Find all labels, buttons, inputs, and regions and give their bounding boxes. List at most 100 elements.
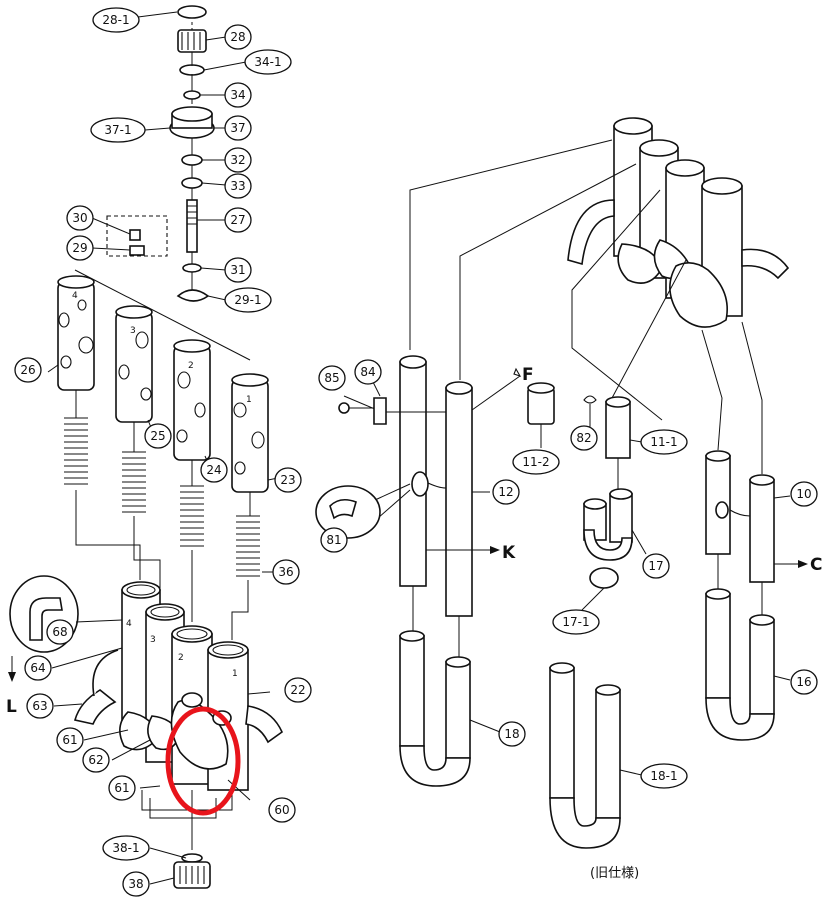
u-tube-18-1 (549, 662, 647, 849)
bottom-cap-stack (149, 790, 211, 889)
arrow-label-C: C (810, 555, 822, 575)
assembly-flow-lines (409, 139, 763, 474)
callout-26: 26 (14, 357, 42, 383)
detail-81 (315, 485, 381, 539)
callout-36: 36 (272, 559, 300, 585)
svg-text:61: 61 (62, 733, 77, 747)
callout-27: 27 (224, 207, 252, 233)
svg-text:17-1: 17-1 (562, 615, 589, 629)
svg-text:33: 33 (230, 179, 245, 193)
svg-text:34: 34 (230, 88, 245, 102)
callout-22: 22 (284, 677, 312, 703)
svg-text:37-1: 37-1 (104, 123, 131, 137)
part-34-1-washer (179, 64, 205, 76)
svg-text:31: 31 (230, 263, 245, 277)
piston-number-3: 3 (130, 326, 136, 336)
piston-23 (231, 373, 269, 493)
part-30-screw (129, 229, 141, 241)
highlight-ellipse (165, 706, 241, 816)
part-31-washer (182, 263, 202, 273)
callout-29: 29 (66, 235, 94, 261)
svg-text:11-1: 11-1 (650, 435, 677, 449)
svg-text:17: 17 (648, 559, 663, 573)
svg-text:26: 26 (20, 363, 35, 377)
block-number-1: 1 (232, 669, 238, 679)
callout-32: 32 (224, 147, 252, 173)
svg-text:16: 16 (796, 675, 811, 689)
part-32-washer (181, 154, 203, 166)
callout-29-1: 29-1 (224, 287, 272, 313)
piston-24 (173, 339, 211, 461)
callout-68: 68 (46, 619, 74, 645)
svg-text:63: 63 (32, 699, 47, 713)
block-number-3: 3 (150, 635, 156, 645)
svg-text:38-1: 38-1 (112, 841, 139, 855)
svg-text:60: 60 (274, 803, 289, 817)
callout-17-1: 17-1 (552, 609, 600, 635)
callout-34-1: 34-1 (244, 49, 292, 75)
svg-text:84: 84 (360, 365, 375, 379)
callout-37-1: 37-1 (90, 117, 146, 143)
svg-text:28: 28 (230, 30, 245, 44)
svg-text:38: 38 (128, 877, 143, 891)
callout-18-1: 18-1 (640, 763, 688, 789)
callout-18: 18 (498, 721, 526, 747)
branch-tube-64 (92, 649, 119, 697)
callout-85: 85 (318, 365, 346, 391)
callout-63: 63 (26, 693, 54, 719)
callout-60: 60 (268, 797, 296, 823)
callout-11-1: 11-1 (640, 429, 688, 455)
callout-28: 28 (224, 24, 252, 50)
spring-25 (122, 451, 146, 513)
u-tube-18 (399, 630, 501, 787)
part-29-1-bracket (176, 289, 210, 302)
svg-text:85: 85 (324, 371, 339, 385)
arrow-L-head (8, 672, 16, 682)
svg-text:62: 62 (88, 753, 103, 767)
callout-10: 10 (790, 481, 818, 507)
callout-30: 30 (66, 205, 94, 231)
svg-text:32: 32 (230, 153, 245, 167)
screw-group-box (106, 215, 168, 257)
callout-23: 23 (274, 467, 302, 493)
svg-text:37: 37 (230, 121, 245, 135)
svg-text:25: 25 (150, 429, 165, 443)
svg-text:27: 27 (230, 213, 245, 227)
svg-text:34-1: 34-1 (254, 55, 281, 69)
valve-pistons: 4 3 2 1 (57, 275, 269, 493)
u-tube-16 (705, 588, 791, 741)
part-33-washer (181, 177, 203, 189)
svg-text:28-1: 28-1 (102, 13, 129, 27)
spring-36 (236, 515, 260, 577)
branch-tube-63 (74, 689, 117, 725)
callout-16: 16 (790, 669, 818, 695)
svg-text:64: 64 (30, 661, 45, 675)
callout-62: 62 (82, 747, 110, 773)
callout-61-top: 61 (56, 727, 84, 753)
part-28-1-cap (177, 5, 207, 19)
svg-text:22: 22 (290, 683, 305, 697)
loop-tube-61 (119, 711, 159, 751)
svg-text:68: 68 (52, 625, 67, 639)
callout-81: 81 (320, 527, 348, 553)
callout-25: 25 (144, 423, 172, 449)
cap-leader-lines (74, 11, 251, 361)
callout-84: 84 (354, 359, 382, 385)
arrow-K-head (490, 546, 500, 554)
arrow-label-F: F (522, 365, 534, 385)
callout-17: 17 (642, 553, 670, 579)
svg-text:36: 36 (278, 565, 293, 579)
svg-text:29-1: 29-1 (234, 293, 261, 307)
callout-38: 38 (122, 871, 150, 897)
assembled-valve-cluster (567, 117, 790, 328)
svg-text:18-1: 18-1 (650, 769, 677, 783)
old-spec-note: (旧仕様) (590, 866, 639, 881)
piston-number-1: 1 (246, 395, 252, 405)
callout-24: 24 (200, 457, 228, 483)
callout-31: 31 (224, 257, 252, 283)
svg-text:81: 81 (326, 533, 341, 547)
tubes-10 (705, 450, 798, 616)
callout-82: 82 (570, 425, 598, 451)
parts-11 (527, 382, 643, 459)
